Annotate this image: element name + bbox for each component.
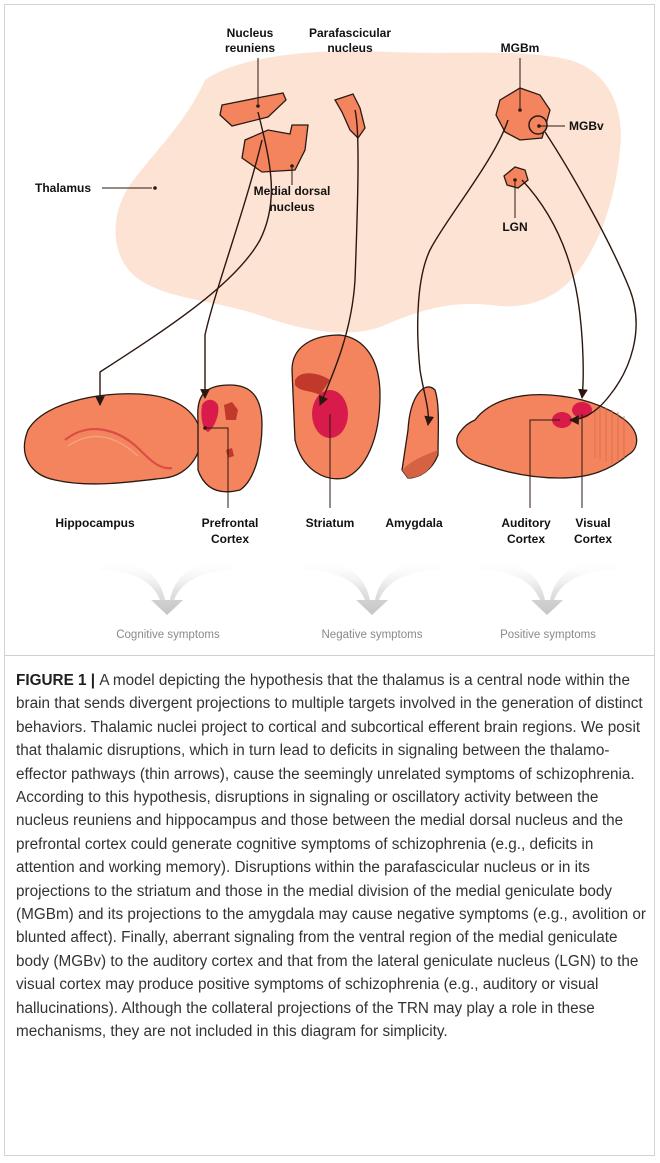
caption-divider (4, 655, 655, 656)
auditory-label-1: Auditory (501, 516, 551, 530)
thalamus-label: Thalamus (35, 181, 91, 195)
lgn-label: LGN (502, 220, 527, 234)
negative-symptoms-label: Negative symptoms (322, 629, 423, 641)
mgbv-label: MGBv (569, 119, 604, 133)
visual-label-1: Visual (575, 516, 610, 530)
prefrontal-cortex-shape (198, 385, 262, 492)
positive-arrow (480, 560, 615, 615)
parafascicular-label-1: Parafascicular (309, 26, 391, 40)
lgn-leader-dot (513, 178, 517, 182)
hippocampus-shape (24, 394, 200, 484)
striatum-shape (292, 335, 380, 479)
visual-label-2: Cortex (574, 532, 612, 546)
cognitive-arrow (100, 560, 235, 615)
amygdala-label: Amygdala (385, 516, 443, 530)
mgbv-leader-dot (537, 124, 541, 128)
thalamus-diagram-svg: Thalamus Nucleus reuniens Parafascicular… (0, 0, 660, 650)
medial-dorsal-leader-dot (290, 164, 294, 168)
figure-diagram: Thalamus Nucleus reuniens Parafascicular… (0, 0, 660, 650)
prefrontal-label-1: Prefrontal (202, 516, 259, 530)
medial-dorsal-label-1: Medial dorsal (254, 184, 331, 198)
nucleus-reuniens-leader-dot (256, 104, 260, 108)
figure-label-separator: | (87, 672, 100, 689)
mgbm-leader-dot (518, 108, 522, 112)
figure-caption: FIGURE 1 | A model depicting the hypothe… (16, 669, 646, 1044)
cognitive-symptoms-label: Cognitive symptoms (116, 629, 220, 641)
auditory-label-2: Cortex (507, 532, 545, 546)
negative-arrow (305, 560, 440, 615)
nucleus-reuniens-label-1: Nucleus (227, 26, 274, 40)
figure-label: FIGURE 1 (16, 672, 87, 689)
striatum-label: Striatum (306, 516, 355, 530)
caption-text: A model depicting the hypothesis that th… (16, 672, 646, 1040)
medial-dorsal-label-2: nucleus (269, 200, 315, 214)
hippocampus-label: Hippocampus (55, 516, 135, 530)
prefrontal-label-2: Cortex (211, 532, 249, 546)
prefrontal-leader-dot (203, 426, 207, 430)
parafascicular-label-2: nucleus (327, 41, 373, 55)
thalamus-shape (116, 51, 621, 333)
auditory-visual-brain-shape (457, 395, 637, 478)
thalamus-leader-dot (153, 186, 157, 190)
mgbm-label: MGBm (501, 41, 540, 55)
nucleus-reuniens-label-2: reuniens (225, 41, 275, 55)
amygdala-shape (402, 387, 438, 478)
positive-symptoms-label: Positive symptoms (500, 629, 596, 641)
